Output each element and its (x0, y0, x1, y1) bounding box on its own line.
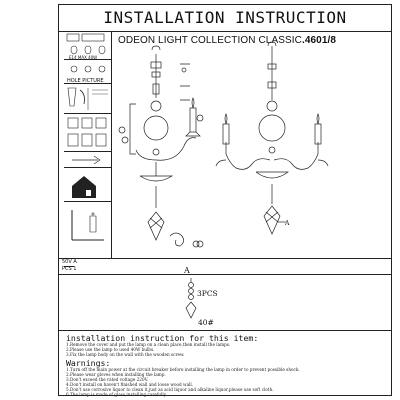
instruction-step: 3.Fix the lamp body on the wall with the… (66, 352, 185, 357)
label-a: A (285, 220, 290, 227)
divider (58, 274, 392, 275)
warning-item: 4.Don't install on haven't finished wall… (66, 382, 194, 387)
document-frame (58, 4, 392, 396)
wall-mount-icon (71, 210, 104, 241)
warning-item: 2.Please wear gloves when installing the… (66, 372, 166, 377)
divider (64, 266, 74, 267)
warning-item: 3.Don't exceed the rated voltage 220V. (66, 377, 149, 382)
instructions-heading: installation instruction for this item: (66, 333, 259, 343)
divider (58, 330, 392, 331)
instruction-step: 1.Remove the cover and put the lamp on a… (66, 342, 231, 347)
crystal-string-icon (185, 278, 197, 319)
bulb-box: E14 MAX 40W (64, 32, 112, 60)
page-title: INSTALLATION INSTRUCTION (58, 4, 392, 32)
warning-item: 5.Don't use corrosive liquor to clean it… (66, 387, 274, 392)
warning-item: 1.Turn off the main power at the circuit… (66, 367, 300, 372)
divider (58, 258, 392, 259)
warnings-heading: Warnings: (66, 358, 111, 368)
voltage-spec: 50V A (62, 259, 77, 265)
bolt-icon (72, 155, 101, 165)
tools-icon (67, 87, 108, 110)
wiring-icon (67, 117, 107, 147)
crystal-quantity: 3PCS (197, 289, 218, 298)
instruction-step: 2.Please use the lamp to used 40W bulbs. (66, 347, 155, 352)
hole-picture-label: HOLE PICTURE (67, 78, 104, 84)
hole-icon (70, 65, 106, 73)
sidebar: E14 MAX 40W HOLE PICTURE (64, 32, 112, 258)
brand-name: ODEON LIGHT COLLECTION CLASSIC (118, 35, 302, 46)
product-subtitle: ODEON LIGHT COLLECTION CLASSIC.4601/8 (118, 35, 336, 46)
model-number: .4601/8 (301, 35, 337, 46)
wall-box (64, 202, 112, 246)
tools-box (64, 84, 112, 114)
hole-box: HOLE PICTURE (64, 60, 112, 84)
house-icon (72, 176, 96, 198)
wiring-box (64, 114, 112, 152)
pcs-spec: PCS 1 (62, 266, 77, 272)
part-a-label: A (184, 266, 190, 275)
bolt-box (64, 152, 112, 168)
crystal-number: 40# (198, 318, 214, 327)
house-box (64, 168, 112, 202)
bulb-caption: E14 MAX 40W (69, 55, 98, 60)
bulb-icon (66, 33, 106, 55)
warning-item: 6.The lamp is made of glass,installing c… (66, 392, 167, 397)
